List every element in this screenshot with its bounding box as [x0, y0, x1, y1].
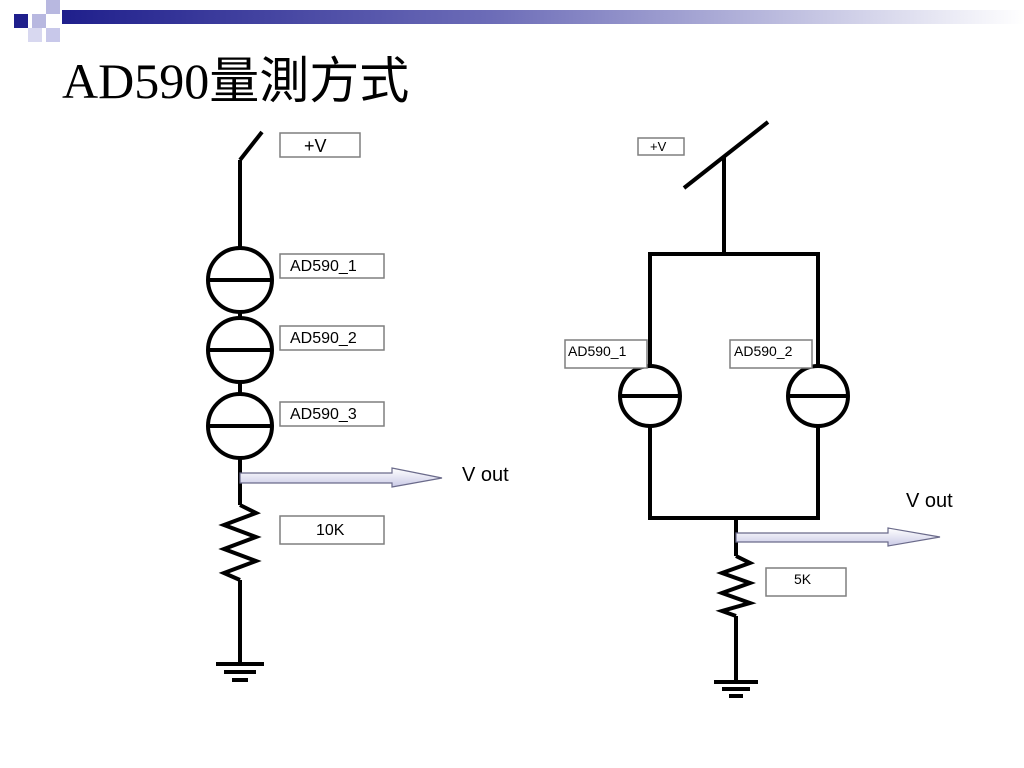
series-ground-symbol: [216, 662, 264, 682]
series-sensor-1-label: AD590_1: [290, 258, 357, 275]
header-square-dark: [14, 14, 28, 28]
slide-title: AD590量測方式: [62, 53, 410, 109]
header-square-light: [32, 14, 46, 28]
series-sensor-2-label: AD590_2: [290, 330, 357, 347]
series-sensor-3-label-box: [279, 401, 385, 427]
series-sensor-3-symbol: [206, 392, 274, 460]
series-sensor-3-label: AD590_3: [290, 406, 357, 423]
series-supply-label-box: [279, 132, 361, 158]
parallel-sensor-1-label: AD590_1: [568, 343, 627, 359]
series-output-label: V out: [462, 464, 509, 486]
header-decoration: [14, 0, 1024, 42]
parallel-sensor-1-label-box: [564, 339, 648, 369]
series-supply-label: +V: [304, 136, 327, 156]
parallel-resistor-symbol: [715, 554, 757, 618]
parallel-supply-label-box: [637, 137, 685, 156]
parallel-supply-label: +V: [650, 139, 667, 154]
parallel-ground-symbol: [714, 680, 758, 698]
header-gradient-bar: [62, 10, 1024, 24]
parallel-sensor-2-symbol: [786, 364, 850, 428]
series-supply-symbol: [238, 130, 264, 162]
parallel-supply-symbol: [682, 120, 770, 190]
parallel-resistor-label: 5K: [794, 571, 812, 587]
series-sensor-1-label-box: [279, 253, 385, 279]
header-square-light-2: [46, 28, 60, 42]
parallel-sensor-2-label: AD590_2: [734, 343, 793, 359]
parallel-output-arrow: [735, 527, 941, 547]
parallel-resistor-label-box: [765, 567, 847, 597]
parallel-sensor-2-label-box: [729, 339, 813, 369]
series-sensor-2-symbol: [206, 316, 274, 384]
parallel-circuit: [618, 120, 850, 698]
series-sensor-2-label-box: [279, 325, 385, 351]
series-sensor-1-symbol: [206, 246, 274, 314]
series-resistor-symbol: [218, 503, 262, 582]
header-square-light-3: [28, 28, 42, 42]
series-resistor-label-box: [279, 515, 385, 545]
series-circuit: [206, 130, 274, 682]
parallel-output-label: V out: [906, 490, 953, 512]
header-square-mid: [46, 0, 60, 14]
series-output-arrow: [239, 467, 443, 488]
series-resistor-label: 10K: [316, 522, 345, 539]
parallel-sensor-1-symbol: [618, 364, 682, 428]
